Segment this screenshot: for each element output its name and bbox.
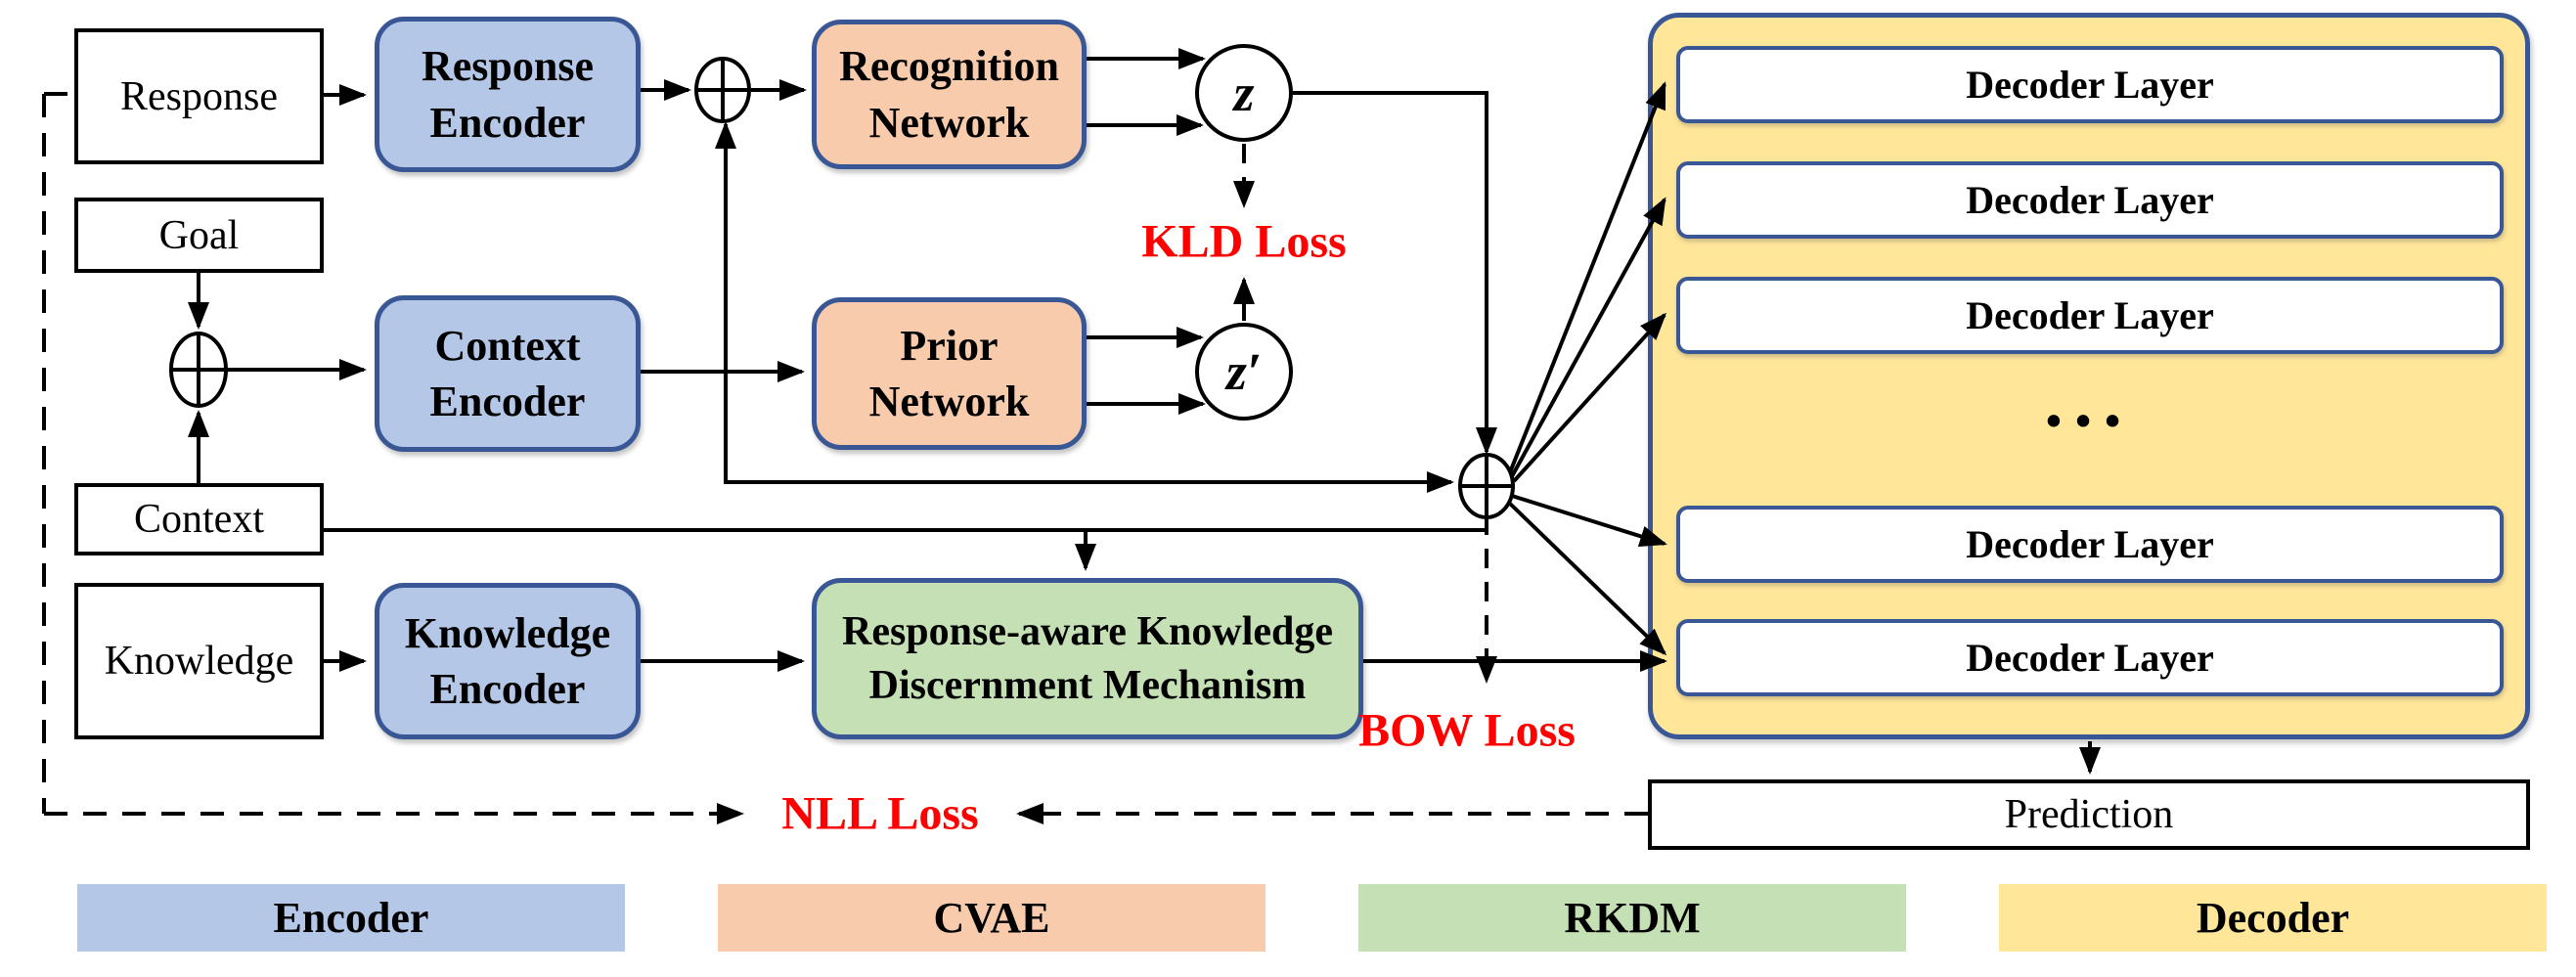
latent-z-prime-label: z′: [1225, 342, 1263, 401]
recognition-network-box: Recognition Network: [812, 20, 1087, 169]
arrow-merge-to-decoder-layer-1: [1508, 81, 1666, 473]
recognition-network-label: Recognition Network: [839, 42, 1059, 147]
context-input-box: Context: [74, 483, 324, 555]
rkdm-box: Response-aware Knowledge Discernment Mec…: [812, 578, 1363, 739]
response-encoder-label: Response Encoder: [421, 42, 595, 147]
decoder-layer-1-label: Decoder Layer: [1966, 63, 2214, 107]
decoder-layer-5-label: Decoder Layer: [1966, 636, 2214, 680]
decoder-layer-5: Decoder Layer: [1676, 619, 2504, 696]
response-input-box: Response: [74, 28, 324, 164]
legend-rkdm: RKDM: [1358, 884, 1906, 952]
knowledge-input-label: Knowledge: [104, 639, 294, 684]
arrow-merge-to-decoder-layer-3: [1512, 312, 1667, 483]
arrow-merge-to-decoder-layer-4: [1511, 494, 1667, 548]
knowledge-input-box: Knowledge: [74, 583, 324, 739]
latent-z-prime-circle: z′: [1195, 323, 1293, 421]
legend-decoder-label: Decoder: [2196, 894, 2350, 942]
sum-operator-decoder-input: [1458, 453, 1515, 519]
legend-encoder: Encoder: [77, 884, 625, 952]
legend-cvae-label: CVAE: [933, 894, 1050, 942]
prior-network-label: Prior Network: [868, 321, 1030, 425]
response-encoder-box: Response Encoder: [375, 17, 641, 172]
latent-z-circle: z: [1195, 44, 1293, 142]
context-encoder-label: Context Encoder: [429, 321, 586, 425]
legend-rkdm-label: RKDM: [1564, 894, 1701, 942]
context-encoder-box: Context Encoder: [375, 295, 641, 452]
response-input-label: Response: [120, 73, 278, 119]
decoder-layer-3: Decoder Layer: [1676, 277, 2504, 354]
prior-network-box: Prior Network: [812, 297, 1087, 450]
decoder-container: [1648, 13, 2530, 739]
arrow-merge-to-decoder-layer-5: [1506, 500, 1667, 656]
decoder-layer-2-label: Decoder Layer: [1966, 178, 2214, 222]
kld-loss-label: KLD Loss: [1141, 215, 1347, 268]
context-input-label: Context: [134, 497, 264, 542]
decoder-ellipsis: •••: [2045, 395, 2135, 446]
prediction-label: Prediction: [2004, 792, 2174, 837]
sum-operator-goal-context: [169, 332, 228, 408]
nll-loss-label: NLL Loss: [781, 787, 979, 840]
arrow-merge-to-decoder-layer-2: [1510, 197, 1666, 477]
legend-decoder: Decoder: [1999, 884, 2547, 952]
decoder-layer-4: Decoder Layer: [1676, 506, 2504, 583]
sum-operator-response-context: [694, 57, 751, 123]
decoder-layer-2: Decoder Layer: [1676, 161, 2504, 239]
bow-loss-label: BOW Loss: [1358, 704, 1576, 757]
arrow-z-to-big-merge: [1293, 91, 1497, 455]
prediction-box: Prediction: [1648, 779, 2530, 850]
decoder-layer-3-label: Decoder Layer: [1966, 293, 2214, 337]
goal-input-label: Goal: [158, 212, 240, 258]
decoder-layer-4-label: Decoder Layer: [1966, 522, 2214, 566]
goal-input-box: Goal: [74, 198, 324, 273]
knowledge-encoder-box: Knowledge Encoder: [375, 583, 641, 739]
legend-cvae: CVAE: [718, 884, 1266, 952]
latent-z-label: z: [1233, 64, 1255, 122]
decoder-layer-1: Decoder Layer: [1676, 46, 2504, 123]
knowledge-encoder-label: Knowledge Encoder: [404, 608, 611, 713]
rkdm-label: Response-aware Knowledge Discernment Mec…: [841, 608, 1334, 708]
legend-encoder-label: Encoder: [273, 894, 429, 942]
